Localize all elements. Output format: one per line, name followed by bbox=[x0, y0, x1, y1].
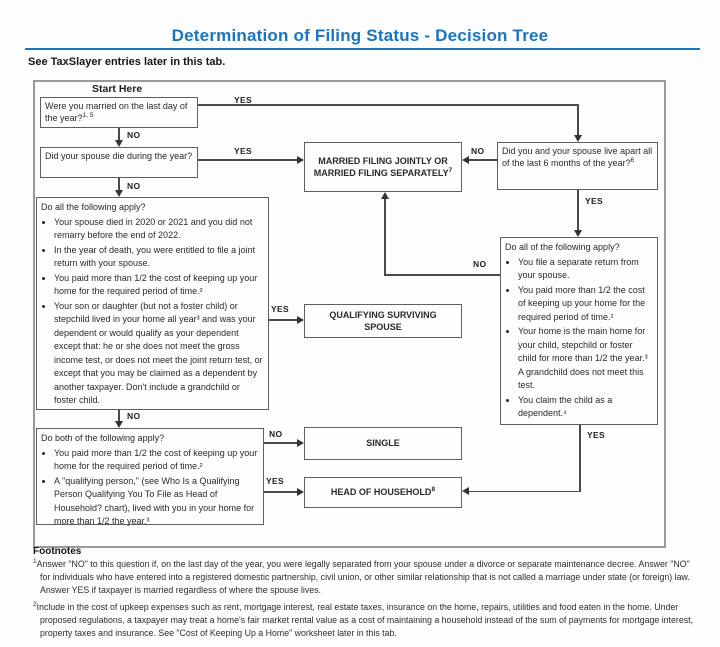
arrowhead-left-icon bbox=[462, 156, 469, 164]
question-spouse-died-box: Did your spouse die during the year? bbox=[40, 147, 198, 178]
bullet-item: You file a separate return from your spo… bbox=[518, 256, 653, 283]
question-married-text: Were you married on the last day of the … bbox=[45, 101, 188, 123]
arrowhead-up-icon bbox=[381, 192, 389, 199]
arrowhead-right-icon bbox=[297, 488, 304, 496]
label-live-apart-no: NO bbox=[471, 146, 485, 156]
footnote-1-number: 1 bbox=[33, 558, 37, 566]
outcome-hoh-text: HEAD OF HOUSEHOLD8 bbox=[331, 486, 435, 498]
footnote-ref-mfj: 7 bbox=[448, 167, 453, 174]
label-both-yes: YES bbox=[266, 476, 284, 486]
label-qss-no: NO bbox=[127, 411, 141, 421]
conditions-qss-header: Do all the following apply? bbox=[41, 202, 146, 212]
label-died-yes: YES bbox=[234, 146, 252, 156]
connector-married-yes-v bbox=[577, 104, 579, 135]
label-died-no: NO bbox=[127, 181, 141, 191]
question-spouse-died-text: Did your spouse die during the year? bbox=[45, 151, 193, 161]
start-here-label: Start Here bbox=[92, 83, 143, 95]
connector-separate-yes-h bbox=[469, 490, 581, 493]
question-live-apart-box: Did you and your spouse live apart all o… bbox=[497, 142, 658, 190]
arrowhead-down-icon bbox=[115, 190, 123, 197]
connector-live-apart-no bbox=[469, 159, 497, 161]
conditions-separate-list: You file a separate return from your spo… bbox=[505, 256, 653, 421]
bullet-item: You claim the child as a dependent.⁴ bbox=[518, 394, 653, 421]
connector-married-yes-h bbox=[198, 104, 579, 106]
arrowhead-down-icon bbox=[574, 230, 582, 237]
outcome-married-filing-label: MARRIED FILING JOINTLY OR MARRIED FILING… bbox=[313, 155, 449, 178]
outcome-qss-box: QUALIFYING SURVIVING SPOUSE bbox=[304, 304, 462, 338]
footnote-ref-hoh: 8 bbox=[431, 486, 436, 494]
footnote-1: 1Answer "NO" to this question if, on the… bbox=[33, 558, 702, 598]
bullet-item: Your home is the main home for your chil… bbox=[518, 325, 653, 393]
connector-qss-no bbox=[118, 410, 120, 421]
bullet-item: A "qualifying person," (see Who Is a Qua… bbox=[54, 475, 259, 529]
label-both-no: NO bbox=[269, 429, 283, 439]
connector-live-apart-yes bbox=[577, 190, 579, 230]
arrowhead-right-icon bbox=[297, 316, 304, 324]
footnotes-heading: Footnotes bbox=[33, 546, 82, 557]
connector-separate-no-v bbox=[384, 198, 386, 276]
label-married-yes: YES bbox=[234, 95, 252, 105]
outcome-married-filing-box: MARRIED FILING JOINTLY OR MARRIED FILING… bbox=[304, 142, 462, 192]
conditions-separate-box: Do all of the following apply? You file … bbox=[500, 237, 658, 425]
footnote-1-text: Answer "NO" to this question if, on the … bbox=[36, 559, 690, 596]
question-live-apart-text: Did you and your spouse live apart all o… bbox=[502, 146, 653, 168]
footnote-2-text: Include in the cost of upkeep expenses s… bbox=[36, 602, 694, 639]
connector-qss-yes bbox=[269, 319, 297, 321]
outcome-hoh-box: HEAD OF HOUSEHOLD8 bbox=[304, 477, 462, 508]
outcome-single-box: SINGLE bbox=[304, 427, 462, 460]
bullet-item: You paid more than 1/2 the cost of keepi… bbox=[518, 284, 653, 325]
footnote-2: 2Include in the cost of upkeep expenses … bbox=[33, 601, 702, 641]
conditions-separate-header: Do all of the following apply? bbox=[505, 242, 620, 252]
bullet-item: Your son or daughter (but not a foster c… bbox=[54, 300, 264, 408]
connector-married-no bbox=[118, 128, 120, 140]
bullet-item: You paid more than 1/2 the cost of keepi… bbox=[54, 447, 259, 474]
label-married-no: NO bbox=[127, 130, 141, 140]
bullet-item: Your spouse died in 2020 or 2021 and you… bbox=[54, 216, 264, 243]
connector-separate-yes-v bbox=[579, 425, 581, 492]
arrowhead-left-icon bbox=[462, 487, 469, 495]
bullet-item: In the year of death, you were entitled … bbox=[54, 244, 264, 271]
arrowhead-down-icon bbox=[115, 421, 123, 428]
outcome-hoh-label: HEAD OF HOUSEHOLD bbox=[330, 487, 432, 498]
conditions-both-list: You paid more than 1/2 the cost of keepi… bbox=[41, 447, 259, 529]
connector-died-yes bbox=[198, 159, 297, 161]
conditions-both-header: Do both of the following apply? bbox=[41, 433, 165, 443]
label-separate-no: NO bbox=[473, 259, 487, 269]
footnote-2-number: 2 bbox=[33, 601, 37, 609]
arrowhead-down-icon bbox=[115, 140, 123, 147]
taxslayer-note: See TaxSlayer entries later in this tab. bbox=[28, 56, 226, 68]
conditions-both-box: Do both of the following apply? You paid… bbox=[36, 428, 264, 526]
connector-both-no bbox=[264, 442, 297, 444]
page-title: Determination of Filing Status - Decisio… bbox=[171, 26, 549, 45]
arrowhead-right-icon bbox=[297, 439, 304, 447]
bullet-item: You paid more than 1/2 the cost of keepi… bbox=[54, 272, 264, 299]
connector-both-yes bbox=[264, 491, 297, 493]
outcome-single-label: SINGLE bbox=[366, 438, 400, 449]
connector-separate-no-h bbox=[384, 274, 500, 276]
arrowhead-right-icon bbox=[297, 156, 304, 164]
arrowhead-down-icon bbox=[574, 135, 582, 142]
title-underline bbox=[25, 48, 700, 50]
decision-tree-container bbox=[33, 80, 666, 548]
footnote-ref-married: 1, 5 bbox=[82, 111, 94, 119]
outcome-qss-label: QUALIFYING SURVIVING SPOUSE bbox=[329, 309, 437, 332]
footnote-ref-live-apart: 6 bbox=[630, 156, 635, 164]
connector-died-no bbox=[118, 178, 120, 190]
label-separate-yes: YES bbox=[587, 430, 605, 440]
conditions-qss-list: Your spouse died in 2020 or 2021 and you… bbox=[41, 216, 264, 408]
label-live-apart-yes: YES bbox=[585, 196, 603, 206]
conditions-qss-box: Do all the following apply? Your spouse … bbox=[36, 197, 269, 410]
question-married-box: Were you married on the last day of the … bbox=[40, 97, 198, 128]
label-qss-yes: YES bbox=[271, 304, 289, 314]
outcome-married-filing-text: MARRIED FILING JOINTLY OR MARRIED FILING… bbox=[311, 155, 455, 179]
